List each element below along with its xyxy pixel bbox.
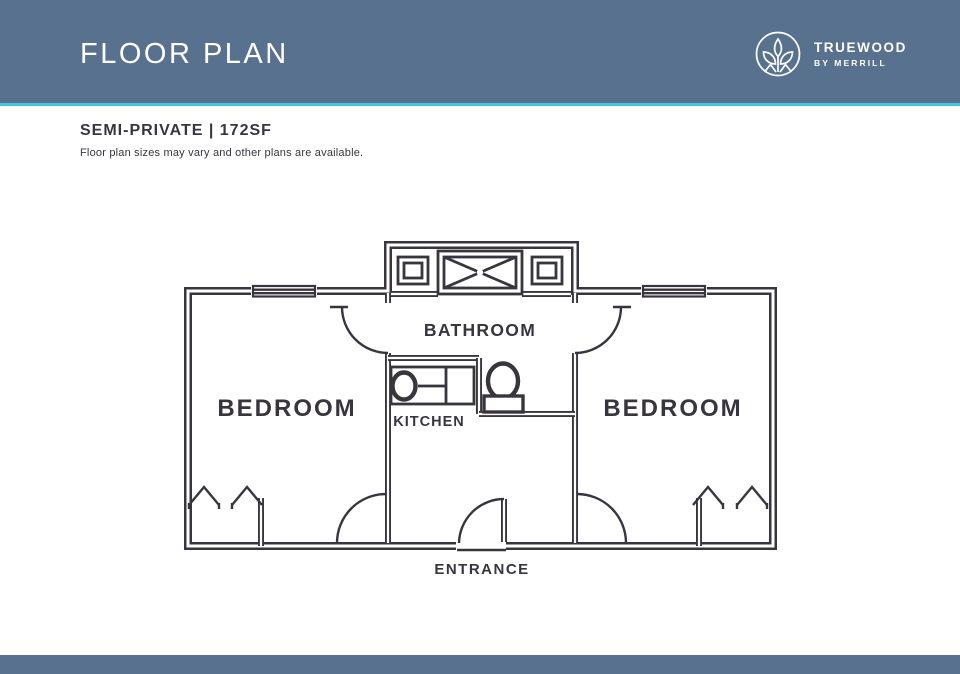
room-label-bedroom-left: BEDROOM bbox=[217, 395, 356, 422]
outer-walls bbox=[184, 241, 777, 550]
brand-logo: TRUEWOOD BY MERRILL bbox=[754, 30, 907, 78]
vanity-right bbox=[530, 255, 564, 286]
room-label-entrance: ENTRANCE bbox=[434, 561, 529, 578]
entrance-door bbox=[457, 497, 507, 552]
header-bar: FLOOR PLAN TRUEWOOD BY MERRILL bbox=[0, 0, 960, 103]
bathroom-door-right bbox=[574, 305, 631, 355]
toilet bbox=[482, 361, 525, 414]
bathroom-door-left bbox=[330, 305, 389, 355]
plan-title: SEMI-PRIVATE | 172SF bbox=[80, 122, 272, 139]
brand-text: TRUEWOOD BY MERRILL bbox=[814, 40, 907, 68]
plant-logo-icon bbox=[755, 31, 801, 77]
room-label-bathroom: BATHROOM bbox=[424, 320, 536, 340]
closet-right bbox=[692, 485, 769, 509]
footer-bar bbox=[0, 655, 960, 674]
accent-divider bbox=[0, 103, 960, 106]
vanity-left bbox=[396, 255, 430, 286]
brand-name: TRUEWOOD bbox=[813, 40, 907, 55]
plan-info: SEMI-PRIVATE | 172SF Floor plan sizes ma… bbox=[80, 122, 363, 159]
plan-disclaimer: Floor plan sizes may vary and other plan… bbox=[80, 147, 364, 159]
closet-left bbox=[187, 485, 263, 509]
kitchen-sink bbox=[390, 370, 418, 402]
page-title: FLOOR PLAN bbox=[80, 38, 289, 70]
interior-walls bbox=[258, 291, 702, 546]
bedroom-door-left bbox=[335, 492, 387, 544]
window-right bbox=[641, 284, 707, 298]
brand-tagline: BY MERRILL bbox=[813, 58, 887, 68]
shower bbox=[436, 249, 524, 296]
bedroom-door-right bbox=[576, 492, 628, 544]
room-label-kitchen: KITCHEN bbox=[393, 414, 464, 430]
window-left bbox=[251, 284, 317, 298]
room-label-bedroom-right: BEDROOM bbox=[603, 395, 742, 422]
